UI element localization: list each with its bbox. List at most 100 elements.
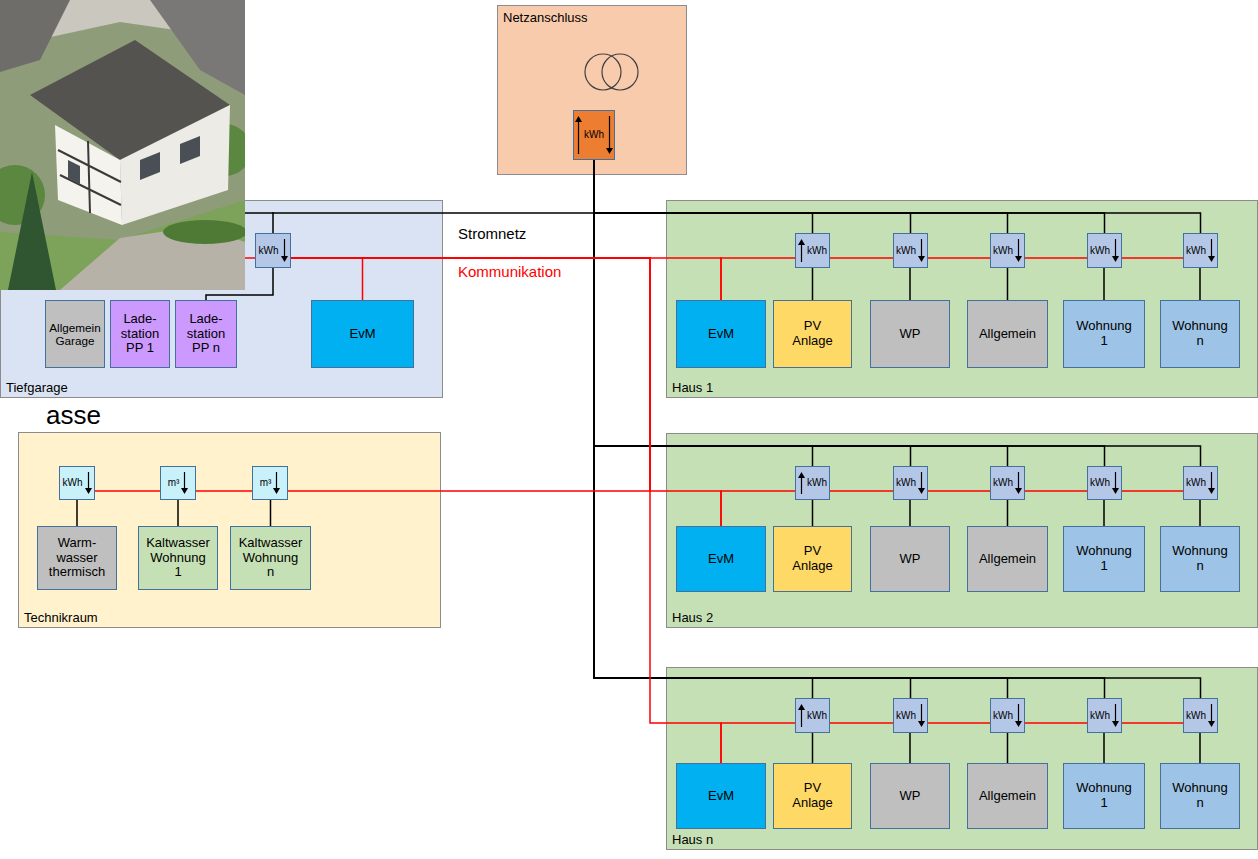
device-box: EvM <box>676 300 766 368</box>
flow-arrow <box>575 116 582 154</box>
box-label: Allgemein Garage <box>48 321 102 348</box>
device-box: WP <box>870 526 950 592</box>
box-label: EvM <box>708 789 734 804</box>
area-heading: Haus 1 <box>672 381 713 395</box>
flow-arrow <box>1208 472 1215 494</box>
meter-line <box>1103 268 1105 300</box>
comm-line <box>291 258 721 763</box>
meter-unit: kWh <box>993 711 1013 721</box>
transformer-coil <box>602 54 638 90</box>
device-box: Lade- station PP n <box>175 300 237 368</box>
device-box: WP <box>870 763 950 829</box>
area-heading: Technikraum <box>24 611 98 625</box>
device-box: Kaltwasser Wohnung 1 <box>138 526 218 590</box>
box-label: Wohnung n <box>1170 319 1230 349</box>
device-box: Warm- wasser thermisch <box>37 526 117 590</box>
device-box: Allgemein <box>967 763 1048 829</box>
area-heading: Haus n <box>672 833 713 847</box>
comm-line <box>291 258 721 526</box>
device-box: WP <box>870 300 950 368</box>
flow-arrow <box>918 472 925 494</box>
meter-unit: kWh <box>259 246 279 256</box>
power-line <box>594 160 1201 698</box>
box-label: Wohnung 1 <box>1074 319 1134 349</box>
flow-arrow-head <box>1112 721 1119 727</box>
meter-box: kWh <box>573 110 615 160</box>
flow-arrow-head <box>85 488 92 494</box>
comm-line <box>830 490 893 492</box>
meter-unit: kWh <box>1186 478 1206 488</box>
box-label: PV Anlage <box>783 544 843 574</box>
meter-line <box>909 500 911 526</box>
slide-text: asse <box>46 401 101 430</box>
flow-arrow-head <box>1208 721 1215 727</box>
flow-arrow-shaft <box>801 708 802 727</box>
flow-arrow-shaft <box>921 239 922 258</box>
comm-line <box>1122 490 1183 492</box>
photo-timber <box>58 141 121 213</box>
flow-arrow-shaft <box>1115 239 1116 258</box>
comm-line <box>291 258 721 300</box>
comm-line <box>721 258 795 300</box>
meter-line <box>812 268 814 300</box>
flow-arrow-head <box>1112 256 1119 262</box>
flow-arrow-shaft <box>184 472 185 490</box>
meter-box: kWh <box>990 466 1025 500</box>
flow-arrow <box>918 239 925 262</box>
meter-box: kWh <box>795 466 830 500</box>
flow-arrow-shaft <box>1211 472 1212 490</box>
meter-line <box>270 500 272 526</box>
meter-box: kWh <box>990 698 1025 733</box>
flow-arrow-shaft <box>921 472 922 490</box>
flow-arrow <box>1208 239 1215 262</box>
flow-arrow-head <box>606 148 613 154</box>
flow-arrow-shaft <box>1018 239 1019 258</box>
transformer-coil <box>585 54 621 90</box>
meter-line <box>812 733 814 763</box>
power-line <box>594 160 1008 233</box>
box-label: WP <box>900 789 921 804</box>
device-box: PV Anlage <box>773 300 852 368</box>
device-box: Wohnung 1 <box>1063 763 1145 829</box>
flow-arrow-head <box>918 488 925 494</box>
meter-box: kWh <box>255 233 291 268</box>
area-heading: Netzanschluss <box>503 11 588 25</box>
meter-unit: kWh <box>1090 478 1110 488</box>
power-line <box>594 160 1105 466</box>
meter-unit: kWh <box>896 478 916 488</box>
area-fills <box>1 6 1258 850</box>
meter-box: kWh <box>893 466 928 500</box>
meter-unit: kWh <box>584 130 604 140</box>
flow-arrow-shaft <box>1018 704 1019 723</box>
photo-window <box>68 160 80 184</box>
flow-arrow-shaft <box>1115 704 1116 723</box>
line-label: Kommunikation <box>458 264 561 281</box>
meter-unit: kWh <box>896 246 916 256</box>
meter-unit: kWh <box>993 478 1013 488</box>
box-label: WP <box>900 552 921 567</box>
flow-arrow <box>798 472 805 494</box>
box-label: WP <box>900 327 921 342</box>
device-box: Allgemein <box>967 526 1048 592</box>
device-box: PV Anlage <box>773 763 852 829</box>
flow-arrow-head <box>181 488 188 494</box>
flow-arrow <box>798 704 805 727</box>
comm-line <box>1122 257 1183 259</box>
box-label: Wohnung 1 <box>1074 781 1134 811</box>
box-label: Allgemein <box>979 789 1036 804</box>
flow-arrow <box>1112 239 1119 262</box>
flow-arrow-shaft <box>87 472 88 490</box>
power-line <box>594 160 911 466</box>
area-fill <box>667 434 1258 628</box>
meter-unit: kWh <box>896 711 916 721</box>
device-box: Wohnung 1 <box>1063 526 1145 592</box>
power-line <box>594 160 813 233</box>
meter-line <box>1199 268 1201 300</box>
flow-arrow-head <box>798 472 805 478</box>
meter-box: kWh <box>1183 466 1218 500</box>
power-line <box>594 160 1201 233</box>
comm-line <box>95 490 160 492</box>
line-label: Stromnetz <box>458 226 526 243</box>
meter-box: kWh <box>893 698 928 733</box>
